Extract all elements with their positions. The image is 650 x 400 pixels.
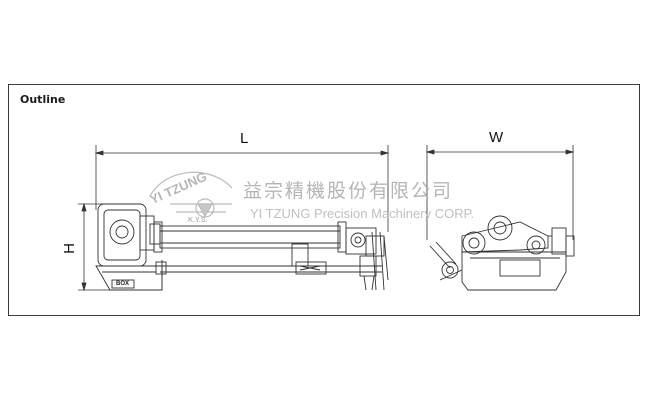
box-label: BOX <box>116 281 130 287</box>
dimension-l <box>94 145 390 232</box>
side-view <box>429 215 575 291</box>
dimension-h <box>78 202 115 292</box>
front-view <box>95 203 389 291</box>
dimension-w-label: W <box>489 129 504 146</box>
dimension-h-label: H <box>60 243 78 254</box>
dimension-l-label: L <box>240 130 249 147</box>
watermark-company-cn: 益宗精機股份有限公司 <box>243 180 454 202</box>
dimension-w <box>425 145 575 240</box>
outline-frame <box>8 84 640 316</box>
watermark-company-en: YI TZUNG Precision Machinery CORP. <box>250 206 475 221</box>
logo-badge-text: K.Y.S. <box>188 217 208 224</box>
company-logo <box>149 171 233 218</box>
section-title: Outline <box>20 93 66 106</box>
